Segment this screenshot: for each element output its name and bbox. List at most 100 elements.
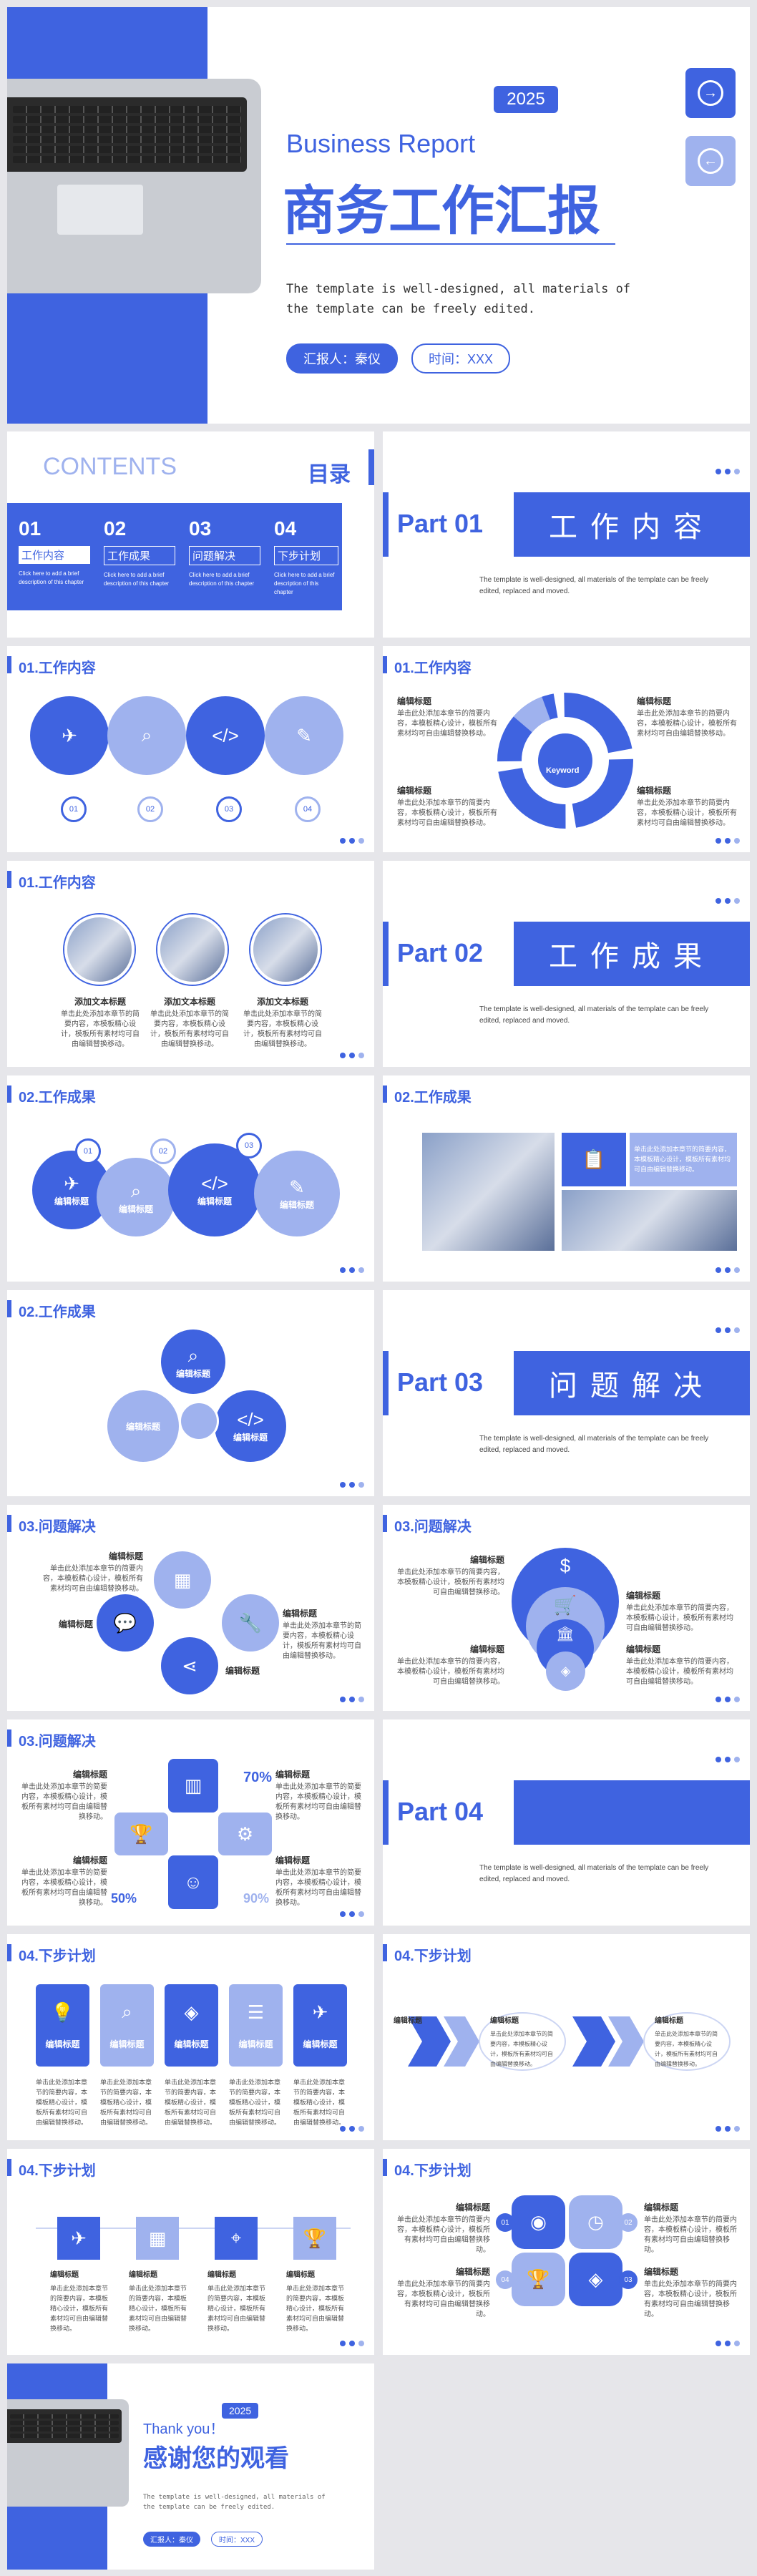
contents-accent — [368, 449, 374, 485]
photo-circle-3 — [250, 914, 321, 985]
slide-dots — [340, 2126, 364, 2132]
part-04-slide: Part 04 The template is well-designed, a… — [383, 1719, 750, 1926]
slide-dots — [716, 898, 740, 904]
clipboard-icon: 📋 — [582, 1148, 606, 1170]
note-r1: 编辑标题单击此处添加本章节的简要内容，本模板精心设计，模板所有素材均可自由编辑替… — [283, 1609, 361, 1660]
note-tr: 编辑标题单击此处添加本章节的简要内容，本模板精心设计，模板所有素材均可自由编辑替… — [637, 696, 737, 738]
slide-title: 02.工作成果 — [7, 1085, 96, 1106]
paper-plane-icon: ✈ — [71, 2227, 87, 2249]
next-button[interactable]: → — [685, 68, 736, 118]
part-number: Part 01 — [397, 509, 484, 538]
slide-title: 01.工作内容 — [7, 656, 96, 677]
bubble-calendar: ▦ — [154, 1551, 211, 1609]
note-r2: 编辑标题单击此处添加本章节的简要内容，本模板精心设计，模板所有素材均可自由编辑替… — [644, 2267, 737, 2318]
s4-slide-d: 04.下步计划 ◉ ◷ 🏆 ◈ 01 02 04 03 编辑标题单击此处添加本章… — [383, 2149, 750, 2355]
thanks-cn: 感谢您的观看 — [143, 2445, 289, 2472]
trophy-icon: 🏆 — [303, 2227, 327, 2249]
note-r1: 编辑标题单击此处添加本章节的简要内容，本模板精心设计，模板所有素材均可自由编辑替… — [275, 1770, 361, 1821]
part-number: Part 03 — [397, 1367, 484, 1397]
s4-slide-a: 04.下步计划 💡编辑标题 ⌕编辑标题 ◈编辑标题 ☰编辑标题 ✈编辑标题 单击… — [7, 1934, 374, 2140]
chart-icon: ▥ — [184, 1775, 202, 1796]
contents-item-02[interactable]: 02 工作成果 Click here to add a brief descri… — [104, 517, 175, 588]
s3-slide-c: 03.问题解决 ▥ 🏆 ⚙ ☺ 70% 50% 90% 编辑标题单击此处添加本章… — [7, 1719, 374, 1926]
thanks-desc: The template is well-designed, all mater… — [143, 2494, 326, 2511]
num-04: 04 — [295, 796, 321, 822]
pct-90: 90% — [243, 1891, 270, 1906]
contents-item-03[interactable]: 03 问题解决 Click here to add a brief descri… — [189, 517, 260, 588]
item-desc: Click here to add a brief description of… — [274, 572, 335, 595]
slide-title: 03.问题解决 — [7, 1515, 96, 1536]
note-tl: 编辑标题单击此处添加本章节的简要内容，本模板精心设计，模板所有素材均可自由编辑替… — [397, 696, 497, 738]
laptop-image — [7, 2399, 129, 2507]
note-r2: 编辑标题单击此处添加本章节的简要内容，本模板精心设计，模板所有素材均可自由编辑替… — [275, 1855, 361, 1907]
time-pill: 时间：XXX — [411, 343, 511, 374]
note-5: 单击此处添加本章节的简要内容，本模板精心设计，模板所有素材均可自由编辑替换移动。 — [293, 2079, 346, 2126]
quad-br: ◈ — [569, 2253, 622, 2306]
cross-left: 🏆 — [114, 1813, 168, 1855]
item-desc: Click here to add a brief description of… — [189, 572, 255, 587]
slide-dots — [716, 838, 740, 844]
note-l1: 编辑标题单击此处添加本章节的简要内容，本模板精心设计，模板所有素材均可自由编辑替… — [43, 1551, 143, 1593]
note-3: 单击此处添加本章节的简要内容，本模板精心设计，模板所有素材均可自由编辑替换移动。 — [165, 2079, 217, 2126]
pin-3: ⌖ — [215, 2217, 258, 2260]
cover-desc: The template is well-designed, all mater… — [286, 282, 631, 316]
contents-item-01[interactable]: 01 工作内容 Click here to add a brief descri… — [19, 517, 90, 587]
note-2: 编辑标题单击此处添加本章节的简要内容，本模板精心设计，模板所有素材均可自由编辑替… — [490, 2017, 553, 2067]
pct-50: 50% — [111, 1891, 137, 1906]
note-r2: 编辑标题单击此处添加本章节的简要内容，本模板精心设计，模板所有素材均可自由编辑替… — [626, 1644, 733, 1686]
s2-slide-b: 02.工作成果 📋 单击此处添加本章节的简要内容，本模板精心设计，模板所有素材均… — [383, 1075, 750, 1282]
step-3: ◈编辑标题 — [165, 1984, 218, 2067]
num-04: 04 — [496, 2270, 514, 2289]
thanks-time: 时间：XXX — [211, 2532, 263, 2547]
part-desc: The template is well-designed, all mater… — [479, 1435, 709, 1454]
slide-title: 02.工作成果 — [383, 1085, 472, 1106]
contents-cn: 目录 — [308, 463, 351, 487]
note-bl: 编辑标题单击此处添加本章节的简要内容，本模板精心设计，模板所有素材均可自由编辑替… — [397, 786, 497, 827]
code-icon: </> — [201, 1173, 228, 1194]
num-03: 03 — [236, 1133, 262, 1158]
slide-dots — [716, 2341, 740, 2346]
center-hub — [179, 1401, 219, 1441]
prev-button[interactable]: ← — [685, 136, 736, 186]
num-01: 01 — [496, 2213, 514, 2232]
part-left-accent — [383, 1780, 389, 1845]
slide-dots — [716, 469, 740, 474]
slide-dots — [340, 1482, 364, 1488]
note-2: 编辑标题单击此处添加本章节的简要内容，本模板精心设计，模板所有素材均可自由编辑替… — [129, 2271, 187, 2332]
contents-slide: CONTENTS 目录 01 工作内容 Click here to add a … — [7, 431, 374, 638]
part-02-slide: Part 02 工作成果 The template is well-design… — [383, 861, 750, 1067]
item-num: 03 — [189, 517, 212, 540]
note-2: 添加文本标题单击此处添加本章节的简要内容，本模板精心设计，模板所有素材均可自由编… — [150, 997, 229, 1048]
funnel-4: ◈ — [546, 1652, 585, 1691]
note-4: 编辑标题单击此处添加本章节的简要内容，本模板精心设计，模板所有素材均可自由编辑替… — [286, 2271, 345, 2332]
settings-icon: ⚙ — [236, 1823, 254, 1845]
step-1: 💡编辑标题 — [36, 1984, 89, 2067]
num-02: 02 — [150, 1138, 176, 1164]
year-badge: 2025 — [494, 86, 558, 113]
note-l2: 编辑标题单击此处添加本章节的简要内容，本模板精心设计，模板所有素材均可自由编辑替… — [21, 1855, 107, 1907]
search-icon: ⌕ — [187, 1344, 199, 1366]
item-desc: Click here to add a brief description of… — [104, 572, 170, 587]
num-03: 03 — [216, 796, 242, 822]
pct-70: 70% — [243, 1770, 273, 1785]
part-03-slide: Part 03 问题解决 The template is well-design… — [383, 1290, 750, 1496]
slide-dots — [716, 1267, 740, 1273]
quad-tr: ◷ — [569, 2195, 622, 2249]
cart-icon: 🛒 — [553, 1594, 577, 1616]
trophy-icon: 🏆 — [527, 2268, 550, 2290]
item-num: 04 — [274, 517, 297, 540]
item-label: 问题解决 — [189, 546, 260, 565]
s1-slide-c: 01.工作内容 添加文本标题单击此处添加本章节的简要内容，本模板精心设计，模板所… — [7, 861, 374, 1067]
contents-item-04[interactable]: 04 下步计划 Click here to add a brief descri… — [274, 517, 338, 597]
quad-bl: 🏆 — [512, 2253, 565, 2306]
num-01: 01 — [75, 1138, 101, 1164]
paper-plane-icon: ✈ — [62, 724, 77, 746]
calendar-icon: ▦ — [173, 1568, 192, 1591]
slide-title: 03.问题解决 — [383, 1515, 472, 1536]
part-desc: The template is well-designed, all mater… — [479, 1005, 709, 1025]
part-title-bar — [514, 1780, 750, 1845]
step-4: ☰编辑标题 — [229, 1984, 283, 2067]
note-1: 编辑标题单击此处添加本章节的简要内容，本模板精心设计，模板所有素材均可自由编辑替… — [50, 2271, 109, 2332]
slide-dots — [716, 1327, 740, 1333]
note-3: 编辑标题单击此处添加本章节的简要内容，本模板精心设计，模板所有素材均可自由编辑替… — [207, 2271, 266, 2332]
